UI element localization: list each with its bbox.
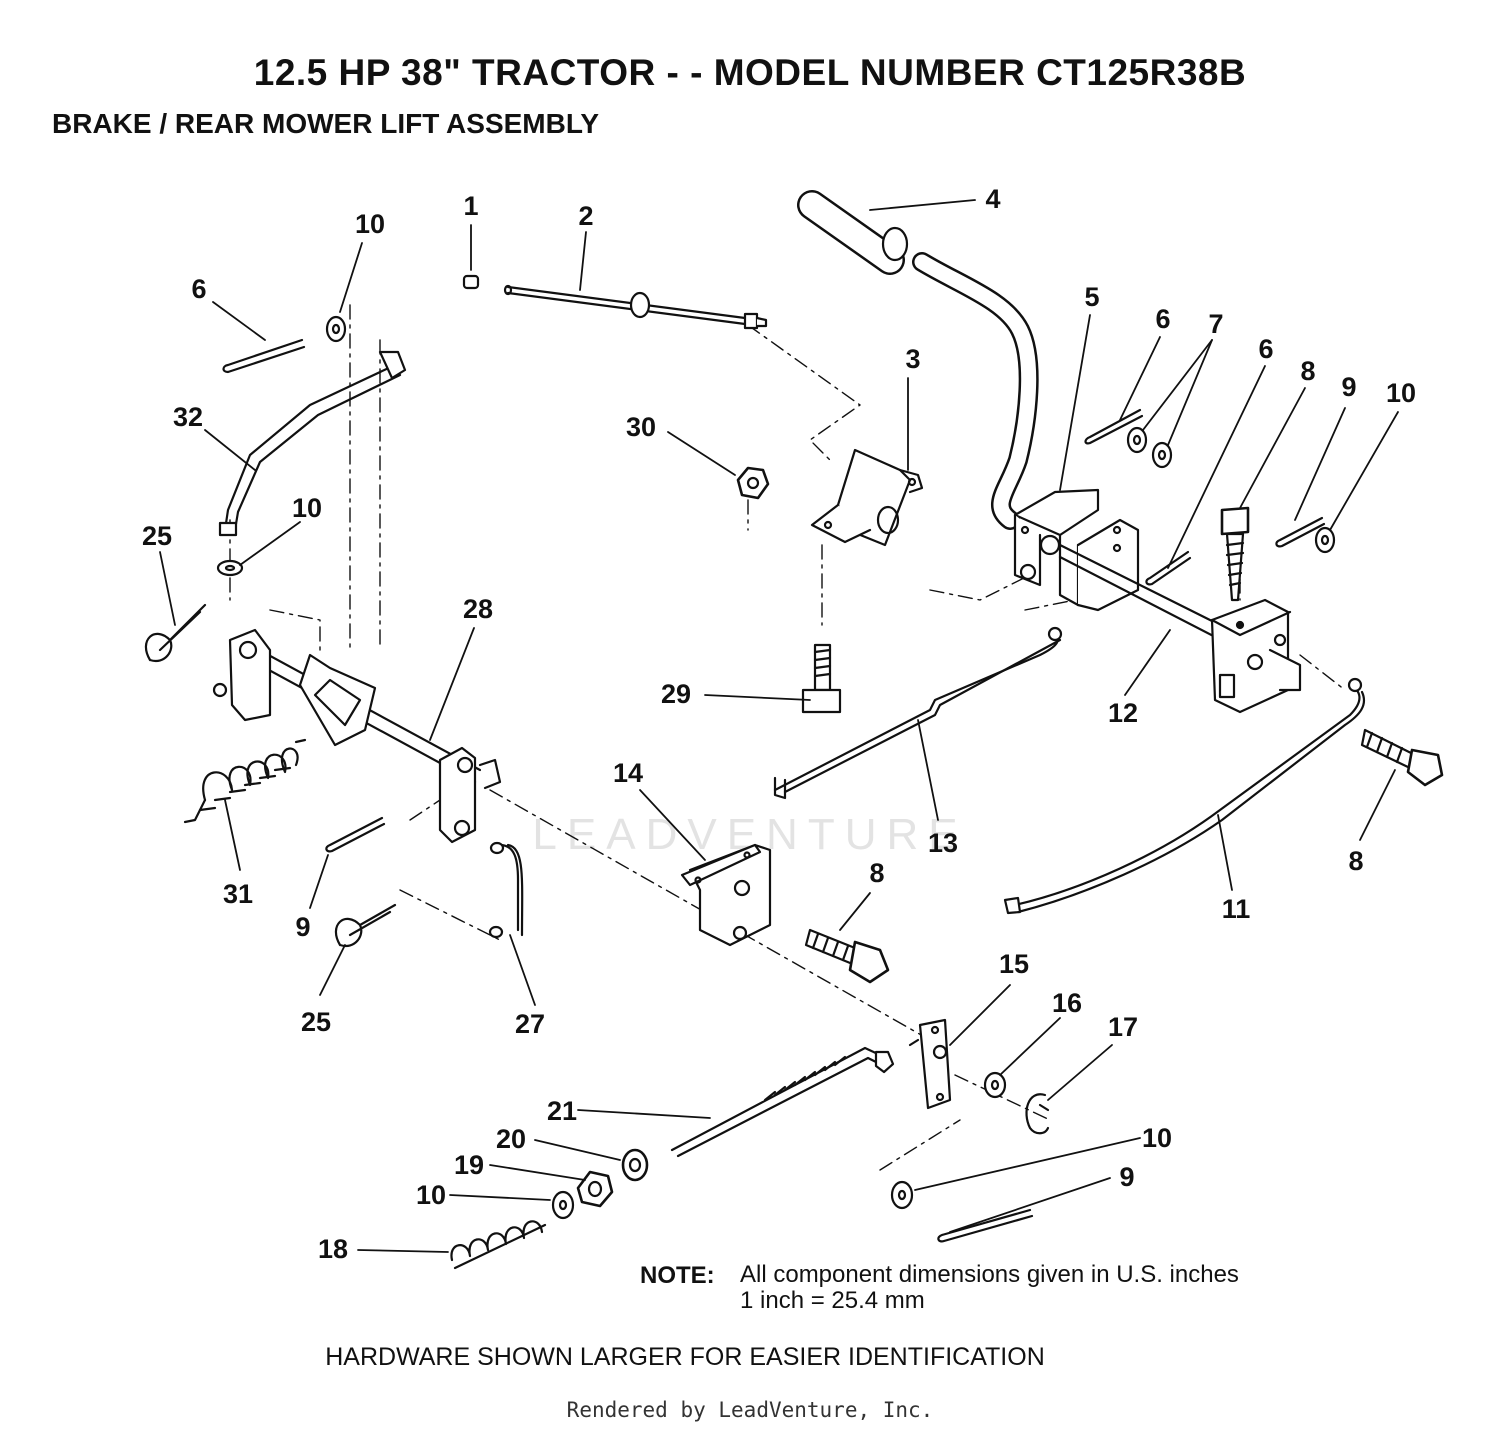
rendered-by-footer: Rendered by LeadVenture, Inc. (566, 1398, 934, 1422)
note-line-2: 1 inch = 25.4 mm (740, 1287, 925, 1314)
callout-25-lower: 25 (301, 1007, 331, 1037)
callout-2: 2 (578, 201, 593, 231)
part-27-link (488, 841, 524, 939)
callout-14: 14 (613, 758, 643, 788)
callout-8-lower: 8 (869, 858, 884, 888)
callout-8-right: 8 (1348, 846, 1363, 876)
part-4-handle-grip (797, 190, 909, 275)
callout-10-lower-left: 10 (416, 1180, 446, 1210)
part-28-lift-shaft (212, 628, 502, 844)
note-text: All component dimensions given in U.S. i… (740, 1262, 1239, 1314)
dimension-note: NOTE: All component dimensions given in U… (640, 1262, 1239, 1314)
part-30-nut (736, 466, 770, 500)
part-32-rod (218, 350, 407, 537)
callout-29: 29 (661, 679, 691, 709)
callout-5: 5 (1084, 282, 1099, 312)
part-17-e-clip (1025, 1093, 1050, 1135)
callout-9-lower: 9 (1119, 1162, 1134, 1192)
callout-9-upper: 9 (1341, 372, 1356, 402)
callout-6-left: 6 (191, 274, 206, 304)
callout-25-left: 25 (142, 521, 172, 551)
part-13-lift-rod (773, 626, 1063, 800)
callout-9-left: 9 (295, 912, 310, 942)
part-1-nut (462, 274, 480, 290)
callout-30: 30 (626, 412, 656, 442)
part-29-bolt (801, 643, 842, 714)
callout-32: 32 (173, 402, 203, 432)
callout-1: 1 (463, 191, 478, 221)
leader-lines (159, 199, 1399, 1253)
part-2-brake-rod (503, 284, 768, 330)
callout-11: 11 (1222, 894, 1251, 924)
callout-13: 13 (928, 828, 958, 858)
part-8-bolt-right (1360, 728, 1444, 787)
callout-8-upper: 8 (1300, 356, 1315, 386)
part-11-lift-rod (1003, 677, 1366, 915)
part-5-lift-lever (912, 252, 1140, 612)
callout-16: 16 (1052, 988, 1082, 1018)
page-title: 12.5 HP 38" TRACTOR - - MODEL NUMBER CT1… (253, 52, 1247, 93)
hardware-washers (216, 315, 1336, 1210)
callout-18: 18 (318, 1234, 348, 1264)
callout-20: 20 (496, 1124, 526, 1154)
part-16-washer (983, 1071, 1007, 1099)
callout-3: 3 (905, 344, 920, 374)
callout-10-lower-right: 10 (1142, 1123, 1172, 1153)
part-20-nut (621, 1148, 649, 1182)
callout-6-upper: 6 (1155, 304, 1170, 334)
part-12-lift-shaft (1058, 543, 1302, 714)
part-10-washer-lower (551, 1190, 575, 1220)
callout-31: 31 (223, 879, 253, 909)
callout-27: 27 (515, 1009, 545, 1039)
callout-15: 15 (999, 949, 1029, 979)
alignment-lines (229, 304, 1346, 1171)
part-8-bolt-upper (1220, 506, 1250, 602)
callout-12: 12 (1108, 698, 1138, 728)
note-label: NOTE: (640, 1262, 715, 1289)
callout-21: 21 (547, 1096, 577, 1126)
note-line-1: All component dimensions given in U.S. i… (740, 1261, 1239, 1288)
part-18-spring (450, 1220, 547, 1270)
callout-10-upper-right: 10 (1386, 378, 1416, 408)
hardware-note: HARDWARE SHOWN LARGER FOR EASIER IDENTIF… (325, 1343, 1045, 1371)
part-15-plate (908, 1018, 952, 1110)
callout-17: 17 (1108, 1012, 1138, 1042)
callout-numbers: 1 2 3 4 5 6 6 6 7 8 8 8 9 9 9 10 10 10 1… (142, 184, 1416, 1264)
callout-4: 4 (985, 184, 1000, 214)
part-14-bracket (680, 843, 772, 947)
callout-7: 7 (1208, 309, 1223, 339)
assembly-subtitle: BRAKE / REAR MOWER LIFT ASSEMBLY (52, 108, 600, 139)
part-31-spring (183, 738, 307, 824)
callout-10-upper-left: 10 (355, 209, 385, 239)
part-21-adjuster-rod (670, 1046, 895, 1158)
hardware-cotter-pins (144, 338, 1326, 1243)
part-3-bracket (810, 448, 924, 547)
callout-28: 28 (463, 594, 493, 624)
callout-6-right: 6 (1258, 334, 1273, 364)
callout-10-left: 10 (292, 493, 322, 523)
part-19-nut (576, 1170, 614, 1208)
part-8-bolt-lower (804, 928, 890, 984)
callout-19: 19 (454, 1150, 484, 1180)
